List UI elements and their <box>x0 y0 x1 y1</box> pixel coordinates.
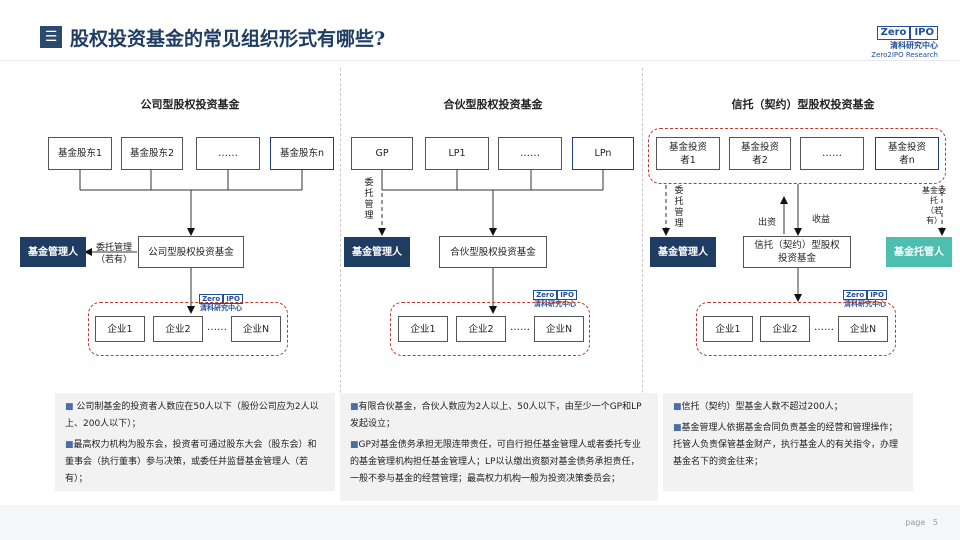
watermark-cn: 清科研究中心 <box>200 304 242 312</box>
trust-investor-group <box>648 128 946 184</box>
lp-note-2: ■GP对基金债务承担无限连带责任，可自行担任基金管理人或者委托专业的基金管理机构… <box>350 440 641 484</box>
lp-delegate-note: 委 托 管 理 <box>364 178 374 221</box>
corp-company-1: 企业1 <box>95 316 145 342</box>
lp-lp1: LP1 <box>425 137 489 170</box>
column-divider-2 <box>642 68 643 498</box>
trust-invest-label: 出资 <box>758 218 777 228</box>
watermark-badge-2: IPO <box>557 290 577 300</box>
watermark-badge-2: IPO <box>867 290 887 300</box>
lp-company-1: 企业1 <box>398 316 448 342</box>
trust-custody-note: 基金委托 （若有） <box>922 186 946 225</box>
page-number: page 5 <box>905 518 938 527</box>
trust-investor-2: 基金投资 者2 <box>729 137 791 170</box>
trust-note-1: ■信托（契约）型基金人数不超过200人； <box>673 402 843 412</box>
lp-fund: 合伙型股权投资基金 <box>439 236 547 268</box>
page-num: 5 <box>932 518 938 527</box>
trust-company-2: 企业2 <box>760 316 810 342</box>
watermark-cn: 清科研究中心 <box>844 300 886 308</box>
trust-notes-panel: ■信托（契约）型基金人数不超过200人； ■基金管理人依据基金合同负责基金的经营… <box>663 393 913 491</box>
logo-en: Zero2IPO Research <box>871 51 938 59</box>
corp-heading: 公司型股权投资基金 <box>140 98 240 111</box>
footer-bar <box>0 505 960 540</box>
watermark-badge: Zero <box>843 290 868 300</box>
corp-portfolio-group <box>88 302 288 356</box>
trust-custodian: 基金托管人 <box>886 237 952 267</box>
header-divider <box>0 60 960 61</box>
trust-note-1-text: 信托（契约）型基金人数不超过200人； <box>681 402 843 412</box>
trust-manager: 基金管理人 <box>650 237 716 267</box>
lp-note-2-text: GP对基金债务承担无限连带责任，可自行担任基金管理人或者委托专业的基金管理机构担… <box>350 440 641 484</box>
lp-manager: 基金管理人 <box>344 237 410 267</box>
trust-note-2-text: 基金管理人依据基金合同负责基金的经营和管理操作；托管人负责保管基金财产，执行基金… <box>673 423 899 467</box>
logo-badge: Zero <box>876 26 911 40</box>
trust-return-label: 收益 <box>812 215 831 225</box>
trust-company-1: 企业1 <box>703 316 753 342</box>
corp-investor-1: 基金股东1 <box>48 137 112 170</box>
page-title: 股权投资基金的常见组织形式有哪些? <box>70 28 386 50</box>
trust-company-n: 企业N <box>838 316 888 342</box>
lp-heading: 合伙型股权投资基金 <box>443 98 543 111</box>
lp-note-1-text: 有限合伙基金，合伙人数应为2人以上、50人以下，由至少一个GP和LP发起设立； <box>350 402 642 429</box>
trust-note-2: ■基金管理人依据基金合同负责基金的经营和管理操作；托管人负责保管基金财产，执行基… <box>673 423 899 467</box>
lp-note-1: ■有限合伙基金，合伙人数应为2人以上、50人以下，由至少一个GP和LP发起设立； <box>350 402 642 429</box>
corp-note-1-text: 公司制基金的投资者人数应在50人以下（股份公司应为2人以上、200人以下）； <box>65 402 319 429</box>
corp-investor-2: 基金股东2 <box>121 137 183 170</box>
lp-company-ellipsis: …… <box>510 322 530 333</box>
lp-notes-panel: ■有限合伙基金，合伙人数应为2人以上、50人以下，由至少一个GP和LP发起设立；… <box>340 393 658 501</box>
corp-company-ellipsis: …… <box>207 322 227 333</box>
trust-portfolio-group <box>696 302 896 356</box>
watermark-badge: Zero <box>533 290 558 300</box>
corp-note-1: ■ 公司制基金的投资者人数应在50人以下（股份公司应为2人以上、200人以下）； <box>65 402 319 429</box>
corp-investor-ellipsis: …… <box>196 137 260 170</box>
corp-note-2: ■最高权力机构为股东会，投资者可通过股东大会（股东会）和董事会（执行董事）参与决… <box>65 440 317 484</box>
watermark-cn: 清科研究中心 <box>534 300 576 308</box>
page-label: page <box>905 518 926 527</box>
trust-investor-ellipsis: …… <box>800 137 864 170</box>
column-divider-1 <box>340 68 341 498</box>
lp-company-n: 企业N <box>534 316 584 342</box>
corp-investor-n: 基金股东n <box>270 137 334 170</box>
logo-cn: 清科研究中心 <box>890 41 938 50</box>
corp-note-2-text: 最高权力机构为股东会，投资者可通过股东大会（股东会）和董事会（执行董事）参与决策… <box>65 440 317 484</box>
lp-ellipsis: …… <box>498 137 562 170</box>
corp-notes-panel: ■ 公司制基金的投资者人数应在50人以下（股份公司应为2人以上、200人以下）；… <box>55 393 335 491</box>
lp-portfolio-group <box>390 302 590 356</box>
corp-company-n: 企业N <box>231 316 281 342</box>
trust-fund: 信托（契约）型股权 投资基金 <box>743 236 851 268</box>
lp-lpn: LPn <box>572 137 634 170</box>
trust-delegate-note: 委 托 管 理 <box>674 186 684 229</box>
menu-icon: ☰ <box>40 26 62 48</box>
trust-heading: 信托（契约）型股权投资基金 <box>731 98 875 111</box>
corp-fund: 公司型股权投资基金 <box>138 236 244 268</box>
lp-company-2: 企业2 <box>456 316 506 342</box>
trust-investor-n: 基金投资 者n <box>875 137 939 170</box>
corp-delegate-note: 委托管理 （若有） <box>95 243 132 265</box>
corp-company-2: 企业2 <box>153 316 203 342</box>
lp-gp: GP <box>351 137 413 170</box>
logo-badge-2: IPO <box>910 26 938 40</box>
corp-manager: 基金管理人 <box>20 237 86 267</box>
trust-investor-1: 基金投资 者1 <box>656 137 720 170</box>
trust-company-ellipsis: …… <box>814 322 834 333</box>
